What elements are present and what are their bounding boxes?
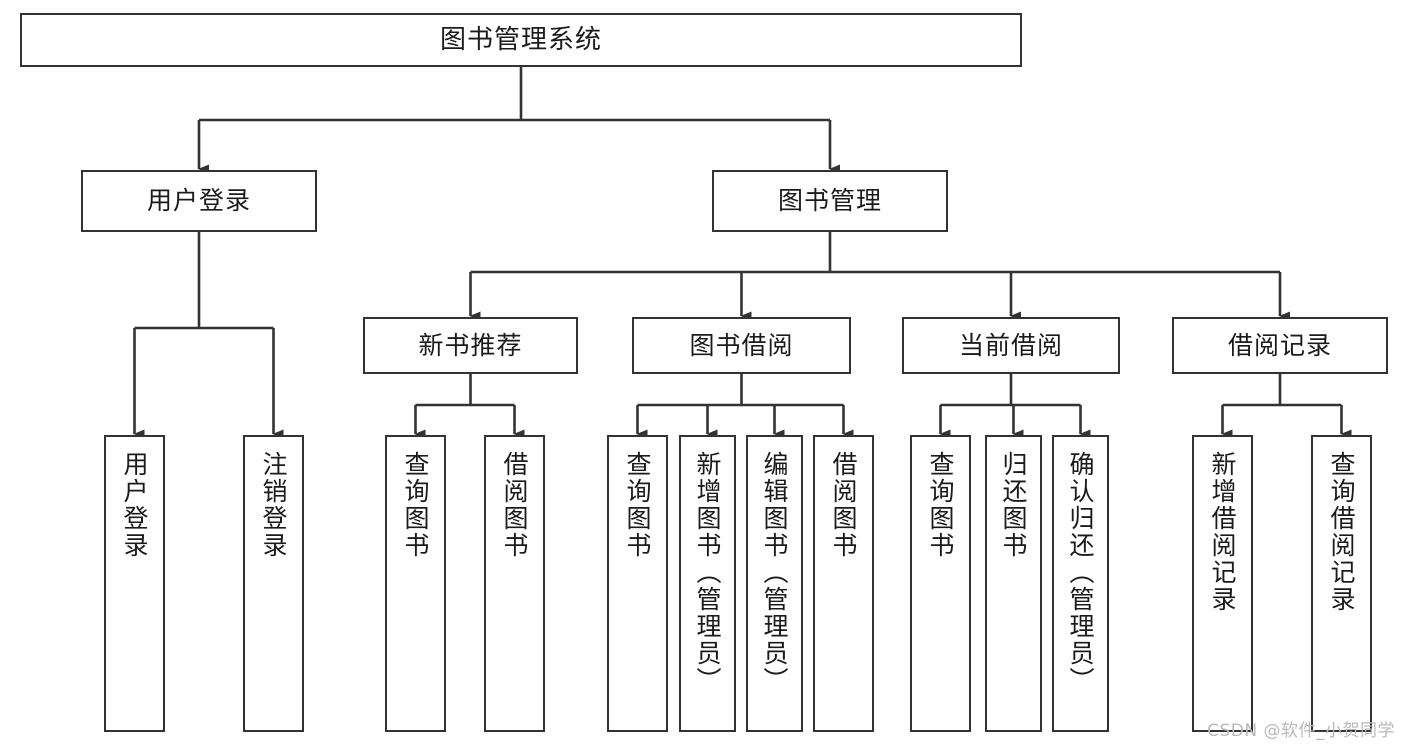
node-leaf-borrow-book-label: 借阅图书 <box>829 451 858 559</box>
node-book-manage[interactable]: 图书管理 <box>712 170 948 232</box>
node-leaf-query-borrow-record-label: 查询借阅记录 <box>1327 451 1356 613</box>
node-leaf-borrow-book-rec[interactable]: 借阅图书 <box>484 435 545 732</box>
node-user-login-label: 用户登录 <box>146 186 251 216</box>
node-user-login[interactable]: 用户登录 <box>81 170 317 232</box>
node-leaf-user-logout[interactable]: 注销登录 <box>243 435 304 732</box>
node-leaf-add-borrow-record-label: 新增借阅记录 <box>1208 451 1237 613</box>
node-leaf-add-book-admin[interactable]: 新增图书（管理员） <box>679 435 736 732</box>
node-leaf-user-logout-label: 注销登录 <box>259 451 288 559</box>
node-leaf-borrow-book[interactable]: 借阅图书 <box>813 435 874 732</box>
node-leaf-query-book-borrow[interactable]: 查询图书 <box>607 435 668 732</box>
node-leaf-edit-book-admin-label: 编辑图书（管理员） <box>760 451 789 694</box>
node-book-borrow[interactable]: 图书借阅 <box>632 317 851 374</box>
node-book-manage-label: 图书管理 <box>777 186 882 216</box>
node-current-borrow[interactable]: 当前借阅 <box>902 317 1120 374</box>
node-current-borrow-label: 当前借阅 <box>958 330 1063 360</box>
node-leaf-add-borrow-record[interactable]: 新增借阅记录 <box>1192 435 1253 732</box>
node-leaf-return-book-label: 归还图书 <box>999 451 1028 559</box>
node-leaf-return-book[interactable]: 归还图书 <box>985 435 1042 732</box>
node-leaf-query-book-rec[interactable]: 查询图书 <box>385 435 446 732</box>
node-leaf-query-book-current-label: 查询图书 <box>926 451 955 559</box>
node-leaf-edit-book-admin[interactable]: 编辑图书（管理员） <box>746 435 803 732</box>
node-book-borrow-label: 图书借阅 <box>689 330 794 360</box>
node-root-label: 图书管理系统 <box>439 24 602 55</box>
node-leaf-user-login[interactable]: 用户登录 <box>104 435 165 732</box>
node-root[interactable]: 图书管理系统 <box>20 13 1022 67</box>
node-leaf-confirm-return-admin-label: 确认归还（管理员） <box>1066 451 1095 694</box>
node-borrow-record[interactable]: 借阅记录 <box>1172 317 1388 374</box>
node-leaf-query-book-borrow-label: 查询图书 <box>623 451 652 559</box>
watermark: CSDN @软件_小贺同学 <box>1207 721 1395 741</box>
node-leaf-borrow-book-rec-label: 借阅图书 <box>500 451 529 559</box>
node-leaf-query-book-rec-label: 查询图书 <box>401 451 430 559</box>
node-new-book-recommend-label: 新书推荐 <box>418 330 523 360</box>
node-leaf-query-book-current[interactable]: 查询图书 <box>910 435 971 732</box>
node-leaf-user-login-label: 用户登录 <box>120 451 149 559</box>
node-leaf-confirm-return-admin[interactable]: 确认归还（管理员） <box>1052 435 1109 732</box>
node-leaf-add-book-admin-label: 新增图书（管理员） <box>693 451 722 694</box>
node-new-book-recommend[interactable]: 新书推荐 <box>363 317 578 374</box>
node-borrow-record-label: 借阅记录 <box>1227 330 1332 360</box>
node-leaf-query-borrow-record[interactable]: 查询借阅记录 <box>1311 435 1372 732</box>
